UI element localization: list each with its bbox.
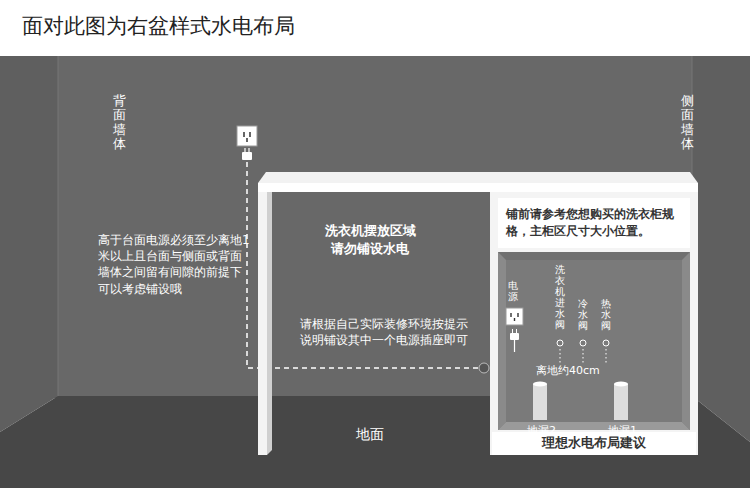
wall-name: 侧面墙体 — [681, 94, 694, 151]
title-band: 理想水电布局建议 — [492, 432, 696, 455]
info-box: 铺前请参考您想购买的洗衣柜规格，主柜区尺寸大小位置。 — [498, 198, 690, 248]
cabinet-floor — [498, 422, 690, 430]
wall-name: 背面墙体 — [113, 94, 126, 151]
cabinet-inner-side — [682, 252, 690, 430]
cabinet-inside — [498, 252, 690, 430]
floor-label: 地面 — [356, 425, 384, 444]
area-warning: 洗衣机摆放区域 请勿铺设水电 — [318, 222, 422, 257]
valves — [557, 340, 609, 363]
part-name: 电源 — [508, 280, 518, 302]
floor-drain — [533, 382, 628, 421]
note-text: 高于台面电源必须至少离地1米以上且台面与侧面或背面墙体之间留有间隙的前提下可以考… — [98, 232, 250, 297]
cabinet-back — [506, 260, 682, 422]
counter-edge — [258, 183, 698, 192]
cabinet-socket — [506, 308, 523, 352]
right-wall — [692, 56, 750, 442]
power-wire — [247, 162, 482, 368]
part-name: 洗衣机进水阀 — [555, 264, 565, 330]
note-text: 请根据自己实际装修环境按提示说明铺设其中一个电源插座即可 — [300, 316, 476, 348]
left-wall — [0, 56, 58, 432]
wall-socket — [237, 126, 257, 160]
page-title: 面对此图为右盆样式水电布局 — [22, 12, 295, 40]
wire-hole — [479, 363, 489, 373]
dimension-text: 离地约40cm — [536, 364, 600, 379]
counter-top — [258, 172, 698, 183]
box-text: 铺前请参考您想购买的洗衣柜规格，主柜区尺寸大小位置。 — [506, 206, 682, 239]
left-leg — [258, 192, 267, 455]
part-name: 冷水阀 — [578, 298, 588, 331]
cabinet-frame — [490, 192, 698, 455]
part-name: 热水阀 — [601, 298, 611, 331]
left-leg-side — [267, 192, 272, 455]
box-text: 理想水电布局建议 — [496, 434, 692, 453]
cabinet-inner-side — [498, 252, 506, 430]
wall-corner — [58, 56, 59, 396]
